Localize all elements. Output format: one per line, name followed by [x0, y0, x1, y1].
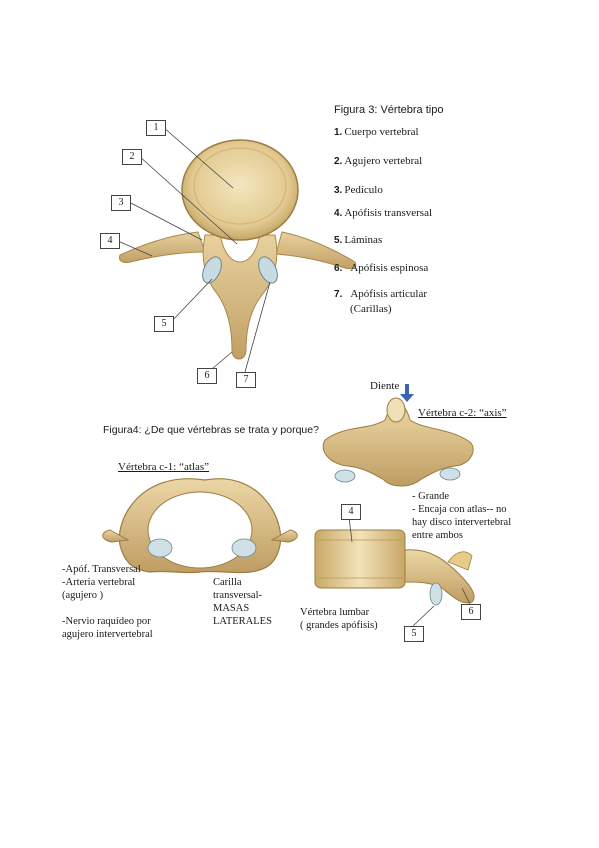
- label-3-text: Pedículo: [344, 184, 383, 196]
- callout-3: 3: [111, 195, 131, 211]
- atlas-center-note: LATERALES: [213, 616, 272, 627]
- label-3: 3. Pedículo: [334, 184, 383, 197]
- lumbar-callout-6: 6: [461, 604, 481, 620]
- atlas-left-note: (agujero ): [62, 590, 104, 601]
- label-6-number: 6.: [334, 263, 343, 274]
- lumbar-vertebra-illustration: [314, 516, 475, 627]
- label-7-line-2: (Carillas): [350, 303, 392, 315]
- label-6: 6. Apófisis espinosa: [334, 262, 428, 275]
- atlas-left-note: -Apóf. Transversal: [62, 564, 141, 575]
- diente-arrow: [400, 384, 414, 402]
- figure-3-title: Figura 3: Vértebra tipo: [334, 104, 444, 116]
- atlas-title: Vértebra c-1: “atlas”: [118, 461, 209, 473]
- label-3-number: 3.: [334, 185, 343, 196]
- callout-5: 5: [154, 316, 174, 332]
- lumbar-note: ( grandes apófisis): [300, 620, 378, 631]
- label-1-text: Cuerpo vertebral: [344, 126, 419, 138]
- lumbar-notes: Vértebra lumbar ( grandes apófisis): [300, 606, 378, 632]
- axis-note: hay disco intervertebral: [412, 517, 512, 528]
- label-2-number: 2.: [334, 156, 343, 167]
- figure-4-title: Figura4: ¿De que vértebras se trata y po…: [103, 424, 319, 436]
- figure-3: 1 2 3 4 5 6 7 Figura 3: Vértebra tipo 1.…: [0, 0, 599, 420]
- label-7-number: 7.: [334, 289, 343, 300]
- label-2-text: Agujero vertebral: [344, 155, 423, 167]
- atlas-center-notes: Carilla transversal- MASAS LATERALES: [213, 576, 272, 628]
- callout-6: 6: [197, 368, 217, 384]
- label-1-number: 1.: [334, 127, 343, 138]
- label-7-text: Apófisis articular: [350, 288, 428, 300]
- label-2: 2. Agujero vertebral: [334, 155, 422, 168]
- atlas-nerve-note: agujero intervertebral: [62, 629, 153, 640]
- atlas-center-note: transversal-: [213, 590, 262, 601]
- axis-note: - Encaja con atlas-- no: [412, 504, 507, 515]
- diente-label: Diente: [370, 380, 400, 392]
- lumbar-callout-5: 5: [404, 626, 424, 642]
- callout-4: 4: [100, 233, 120, 249]
- label-5-number: 5.: [334, 235, 343, 246]
- axis-title: Vértebra c-2: “axis”: [418, 407, 507, 419]
- callout-2: 2: [122, 149, 142, 165]
- label-5-text: Láminas: [344, 234, 383, 246]
- lumbar-note: Vértebra lumbar: [300, 607, 370, 618]
- atlas-vertebra-illustration: [102, 478, 298, 574]
- atlas-nerve-notes: -Nervio raquídeo por agujero interverteb…: [62, 615, 153, 641]
- label-5: 5. Láminas: [334, 234, 382, 247]
- figure-4-illustrations: [102, 384, 475, 627]
- atlas-left-note: -Arteria vertebral: [62, 577, 136, 588]
- axis-notes: - Grande - Encaja con atlas-- no hay dis…: [412, 490, 511, 542]
- figure-4: 4 5 6 Diente Vértebra c-2: “axis” Figura…: [0, 370, 599, 670]
- label-7: 7. Apófisis articular: [334, 288, 427, 301]
- atlas-nerve-note: -Nervio raquídeo por: [62, 616, 151, 627]
- callout-7: 7: [236, 372, 256, 388]
- axis-note: - Grande: [412, 491, 450, 502]
- axis-vertebra-illustration: [322, 397, 474, 487]
- lumbar-callout-4: 4: [341, 504, 361, 520]
- label-4-number: 4.: [334, 208, 343, 219]
- label-6-text: Apófisis espinosa: [350, 262, 429, 274]
- label-4: 4. Apófisis transversal: [334, 207, 432, 220]
- atlas-center-note: MASAS: [213, 603, 250, 614]
- typical-vertebra-illustration: [117, 126, 357, 375]
- atlas-center-note: Carilla: [213, 577, 242, 588]
- label-4-text: Apófisis transversal: [344, 207, 433, 219]
- callout-1: 1: [146, 120, 166, 136]
- label-1: 1. Cuerpo vertebral: [334, 126, 419, 139]
- atlas-left-notes: -Apóf. Transversal -Arteria vertebral (a…: [62, 563, 141, 602]
- axis-note: entre ambos: [412, 530, 464, 541]
